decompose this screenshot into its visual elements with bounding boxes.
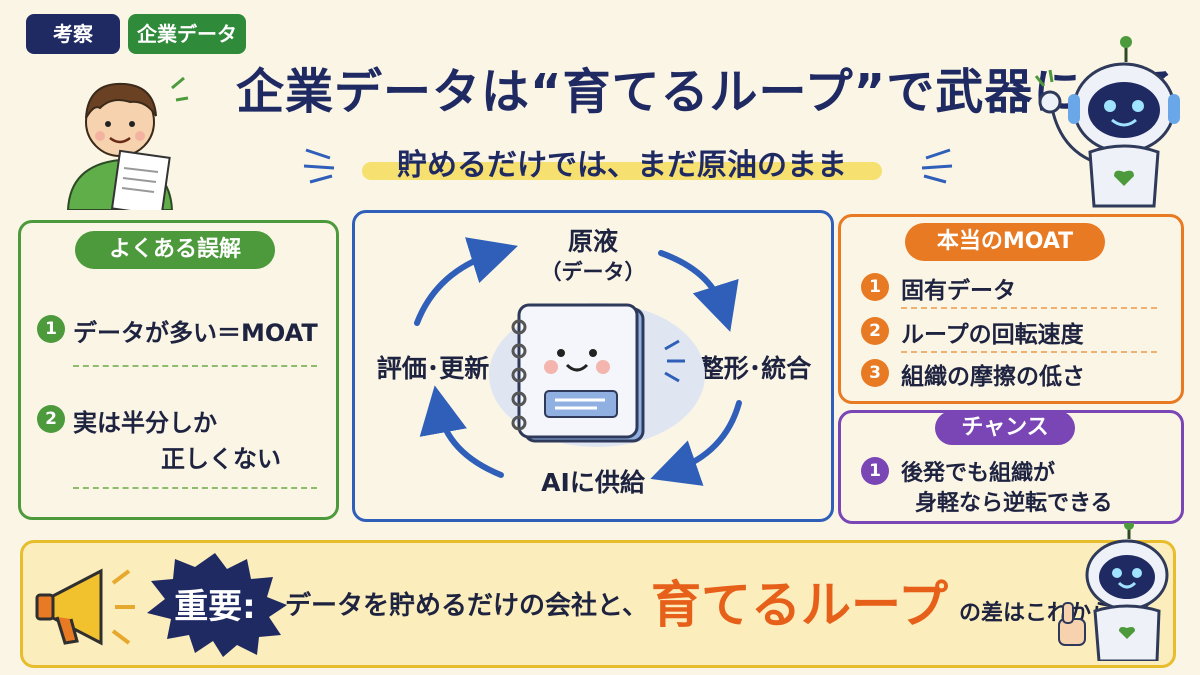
misconception-num-1: 1 (37, 315, 65, 343)
accent-marks-right-icon (921, 148, 953, 184)
megaphone-icon (35, 568, 135, 646)
divider (901, 307, 1157, 309)
boy-reading-icon (66, 76, 189, 210)
data-loop-panel: 原液 （データ） 整形･統合 AIに供給 評価･更新 (352, 210, 834, 522)
subtitle-block: 貯めるだけでは、まだ原油のまま (362, 140, 882, 184)
divider (73, 365, 317, 367)
moat-num-3: 3 (861, 359, 889, 387)
true-moat-heading: 本当のMOAT (905, 223, 1105, 261)
tag-enterprise-data: 企業データ (128, 14, 246, 54)
moat-num-1: 1 (861, 273, 889, 301)
tag-consider: 考察 (26, 14, 120, 54)
cycle-step-shape-integrate: 整形･統合 (698, 354, 812, 383)
robot-thumbs-up-icon (1058, 523, 1169, 661)
moat-item-3: 組織の摩擦の低さ (901, 364, 1085, 390)
chance-heading: チャンス (935, 411, 1075, 445)
chance-item-1-line-1: 後発でも組織が (901, 461, 1056, 486)
subtitle-highlight (362, 162, 882, 180)
robot-waving-icon (1034, 36, 1180, 208)
burst-badge-icon (147, 553, 287, 657)
page-title: 企業データは“育てるループ”で武器になる (236, 64, 1181, 120)
key-point-badge: 重要: (174, 587, 256, 627)
notebook-mascot-icon (489, 303, 705, 447)
chance-panel: チャンス 1 後発でも組織が 身軽なら逆転できる (838, 410, 1184, 524)
chance-item-1-line-2: 身軽なら逆転できる (915, 491, 1113, 516)
moat-item-1: 固有データ (901, 278, 1016, 304)
key-point-highlight: 育てるループ (651, 576, 948, 634)
misconception-panel: よくある誤解 1 データが多い＝MOAT 2 実は半分しか 正しくない (18, 220, 339, 520)
moat-num-2: 2 (861, 317, 889, 345)
cycle-step-raw-data-sub: （データ） (540, 260, 646, 284)
cycle-step-evaluate-update: 評価･更新 (376, 354, 490, 383)
key-point-part-1: データを貯めるだけの会社と、 (285, 591, 648, 621)
chance-num-1: 1 (861, 457, 889, 485)
cycle-step-feed-ai: AIに供給 (541, 468, 645, 497)
divider (73, 487, 317, 489)
key-point-banner: 重要: データを貯めるだけの会社と、 育てるループ の差はこれから開く (20, 523, 1176, 668)
cycle-step-raw-data: 原液 （データ） (523, 227, 663, 287)
true-moat-panel: 本当のMOAT 1 固有データ 2 ループの回転速度 3 組織の摩擦の低さ (838, 214, 1184, 404)
misconception-item-2-line-2: 正しくない (161, 445, 281, 473)
subtitle: 貯めるだけでは、まだ原油のまま (397, 148, 847, 183)
cycle-step-raw-data-label: 原液 (567, 227, 618, 256)
cycle-arrows-icon (414, 237, 742, 486)
misconception-item-2-line-1: 実は半分しか (73, 409, 217, 437)
accent-marks-left-icon (303, 148, 335, 184)
misconception-heading: よくある誤解 (75, 231, 275, 269)
misconception-num-2: 2 (37, 405, 65, 433)
misconception-item-1: データが多い＝MOAT (73, 319, 318, 347)
moat-item-2: ループの回転速度 (901, 322, 1084, 348)
divider (901, 351, 1157, 353)
